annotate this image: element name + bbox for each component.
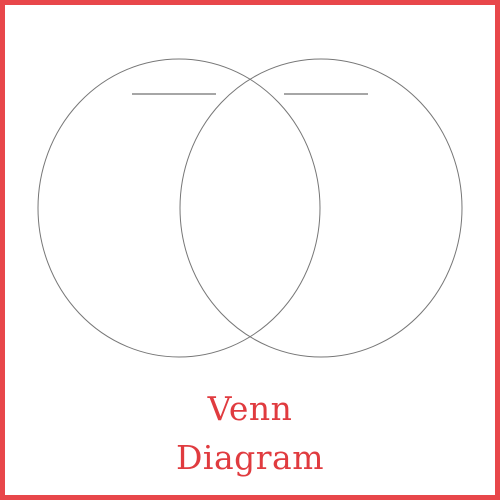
venn-circle-left	[37, 58, 321, 358]
venn-diagram	[37, 58, 463, 358]
venn-circle-right	[179, 58, 463, 358]
diagram-title-line-2: Diagram	[175, 438, 325, 477]
diagram-title-line-1: Venn	[207, 389, 293, 428]
